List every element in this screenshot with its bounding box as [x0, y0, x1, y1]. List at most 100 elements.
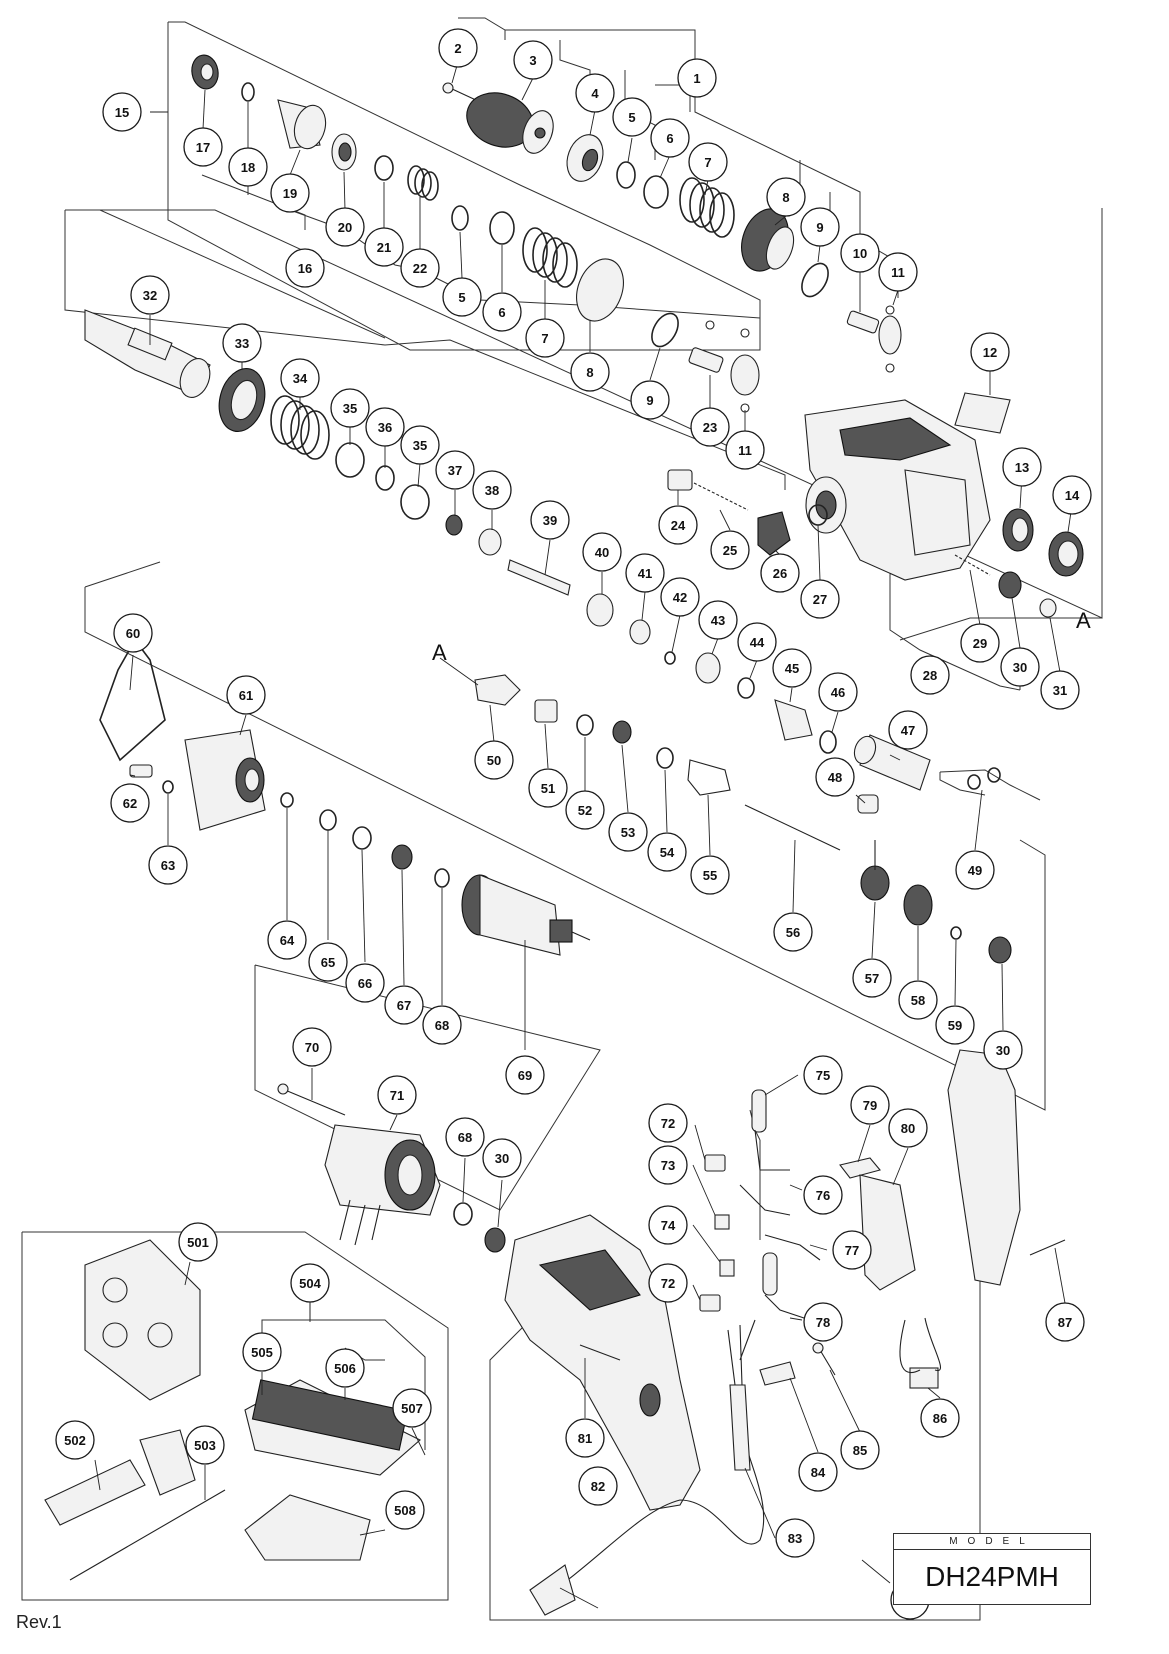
callout-label: 27 [813, 592, 827, 607]
cord-part [529, 1319, 765, 1616]
callout-label: 37 [448, 463, 462, 478]
callout-label: 46 [831, 685, 845, 700]
callout-label: 69 [518, 1068, 532, 1083]
callout-label: 78 [816, 1315, 830, 1330]
handle-housing-part [504, 1214, 701, 1511]
callout-label: 502 [64, 1433, 86, 1448]
callout-label: 29 [973, 636, 987, 651]
callout-label: 8 [782, 190, 789, 205]
callout-label: 36 [378, 420, 392, 435]
callout-label: 2 [454, 41, 461, 56]
model-label: MODEL [894, 1535, 1090, 1550]
callout-label: 32 [143, 288, 157, 303]
callout-label: 34 [293, 371, 308, 386]
callout-label: 76 [816, 1188, 830, 1203]
callout-label: 23 [703, 420, 717, 435]
callout-label: 35 [413, 438, 427, 453]
callout-label: 61 [239, 688, 253, 703]
callout-label: 50 [487, 753, 501, 768]
callout-label: 11 [891, 265, 905, 280]
callout-label: 59 [948, 1018, 962, 1033]
callout-label: 5 [458, 290, 465, 305]
callout-label: 64 [280, 933, 295, 948]
callout-label: 6 [666, 131, 673, 146]
callout-label: 57 [865, 971, 879, 986]
callout-label: 503 [194, 1438, 216, 1453]
callout-label: 19 [283, 186, 297, 201]
callout-label: 53 [621, 825, 635, 840]
callout-label: 14 [1065, 488, 1080, 503]
callout-label: 62 [123, 796, 137, 811]
callout-label: 11 [738, 443, 752, 458]
callout-label: 54 [660, 845, 675, 860]
callout-label: 506 [334, 1361, 356, 1376]
callout-label: 75 [816, 1068, 830, 1083]
callout-label: 48 [828, 770, 842, 785]
callout-label: 66 [358, 976, 372, 991]
callout-label: 58 [911, 993, 925, 1008]
callout-label: 21 [377, 240, 391, 255]
callout-label: 87 [1058, 1315, 1072, 1330]
callout-label: 86 [933, 1411, 947, 1426]
callout-label: 45 [785, 661, 799, 676]
callout-label: 47 [901, 723, 915, 738]
callout-label: 39 [543, 513, 557, 528]
callout-label: 31 [1053, 683, 1067, 698]
callout-label: 28 [923, 668, 937, 683]
callout-label: 20 [338, 220, 352, 235]
callout-label: 70 [305, 1040, 319, 1055]
armature-part [461, 874, 591, 956]
callout-label: 40 [595, 545, 609, 560]
callout-label: 68 [458, 1130, 472, 1145]
callout-label: 505 [251, 1345, 273, 1360]
chuck-part [466, 92, 554, 154]
spring-part [679, 177, 735, 238]
callout-label: 85 [853, 1443, 867, 1458]
spring-part [270, 395, 330, 460]
callout-label: 30 [1013, 660, 1027, 675]
callout-label: 504 [299, 1276, 321, 1291]
callout-label: 501 [187, 1235, 209, 1250]
model-number: DH24PMH [925, 1561, 1059, 1592]
sleeve-part [277, 99, 327, 150]
callout-label: 30 [996, 1043, 1010, 1058]
callout-label: 67 [397, 998, 411, 1013]
callout-label: 16 [298, 261, 312, 276]
callout-label: 42 [673, 590, 687, 605]
group-outlines [21, 17, 1103, 1621]
callout-label: 72 [661, 1116, 675, 1131]
callout-label: 33 [235, 336, 249, 351]
callout-label: 24 [671, 518, 686, 533]
callout-label: 81 [578, 1431, 592, 1446]
callout-label: 80 [901, 1121, 915, 1136]
callout-label: 84 [811, 1465, 826, 1480]
callout-label: 73 [661, 1158, 675, 1173]
callout-label: 6 [498, 305, 505, 320]
case-insert-part [244, 1379, 421, 1476]
spring-part [407, 165, 439, 201]
callout-label: 4 [591, 86, 599, 101]
callout-label: 79 [863, 1098, 877, 1113]
carrying-case-part [84, 1239, 201, 1401]
callout-label: 25 [723, 543, 737, 558]
callout-label: 30 [495, 1151, 509, 1166]
section-mark-a-right: A [1076, 608, 1091, 633]
callout-label: 56 [786, 925, 800, 940]
callout-label: 41 [638, 566, 652, 581]
callout-label: 1 [693, 71, 700, 86]
callout-label: 52 [578, 803, 592, 818]
callout-label: 12 [983, 345, 997, 360]
callout-label: 74 [661, 1218, 676, 1233]
callout-label: 38 [485, 483, 499, 498]
callouts: 1 2 3 4 5 6 7 8 9 10 11 12 13 14 15 16 1… [55, 28, 1092, 1620]
callout-label: 508 [394, 1503, 416, 1518]
callout-label: 51 [541, 781, 555, 796]
section-mark-a-left: A [432, 640, 447, 665]
callout-label: 77 [845, 1243, 859, 1258]
callout-label: 83 [788, 1531, 802, 1546]
callout-label: 17 [196, 140, 210, 155]
callout-label: 35 [343, 401, 357, 416]
part-sketches: A [44, 54, 1091, 1616]
model-title-block: MODEL DH24PMH [893, 1533, 1091, 1605]
